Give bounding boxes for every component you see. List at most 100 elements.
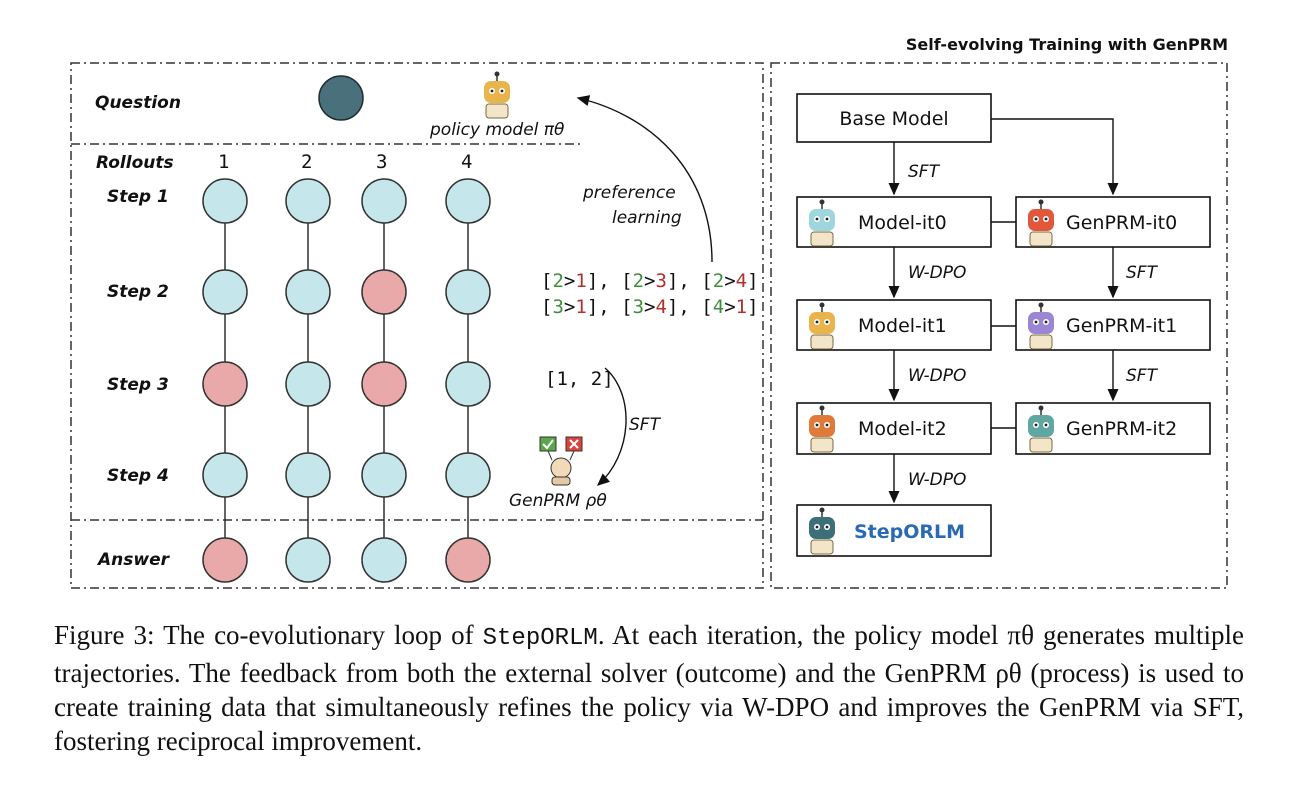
step-node: [202, 269, 248, 315]
rejected-rollout: 1: [575, 296, 586, 318]
step-node: [285, 178, 331, 224]
rejected-rollout: 1: [736, 296, 747, 318]
preference-arrow: [576, 95, 713, 263]
edge-label-sft: SFT: [1126, 366, 1159, 386]
preference-label: learning: [612, 208, 682, 228]
bracket: ]: [747, 296, 758, 318]
greater-than: >: [724, 296, 735, 318]
figure-diagram: Question policy model πθ Rollouts 1 2 3 …: [70, 35, 1228, 589]
bracket: [: [541, 270, 552, 292]
genprm-it2-box: GenPRM-it2: [1015, 402, 1211, 455]
preferred-rollout: 2: [633, 270, 644, 292]
rejected-rollout: 4: [656, 296, 667, 318]
model-it2-box: Model-it2: [796, 402, 992, 455]
preferred-rollout: 3: [633, 296, 644, 318]
answer-node: [361, 537, 407, 583]
step-label: Step 3: [107, 375, 169, 395]
greater-than: >: [564, 296, 575, 318]
base-model-box: Base Model: [796, 93, 992, 143]
step-node: [361, 452, 407, 498]
step-node: [445, 178, 491, 224]
rollout-id: 1: [218, 151, 229, 173]
edge-label-sft: SFT: [1126, 263, 1159, 283]
base-model-label: Base Model: [839, 108, 948, 130]
preference-pairs-line: [2>1], [2>3], [2>4]: [541, 270, 759, 292]
step-node: [361, 361, 407, 407]
genprm-it0-label: GenPRM-it0: [1066, 212, 1177, 234]
answer-node: [202, 537, 248, 583]
edge-label-wdpo: W-DPO: [908, 470, 966, 490]
bracket: ],: [587, 296, 621, 318]
step-node: [202, 361, 248, 407]
answer-label: Answer: [96, 550, 171, 570]
step-label: Step 4: [107, 466, 169, 486]
rollouts-label: Rollouts: [96, 153, 174, 173]
figure-caption: Figure 3: The co-evolutionary loop of St…: [54, 618, 1244, 758]
sft-label: SFT: [629, 415, 662, 435]
rollout-id: 3: [376, 151, 387, 173]
bracket: ],: [667, 296, 701, 318]
edge-label-wdpo: W-DPO: [908, 263, 966, 283]
step-node: [445, 361, 491, 407]
robot-icon: [483, 70, 511, 119]
genprm-it1-box: GenPRM-it1: [1015, 299, 1211, 351]
bracket: ]: [747, 270, 758, 292]
edge-label-wdpo: W-DPO: [908, 366, 966, 386]
step-label: Step 2: [107, 282, 169, 302]
question-node: [318, 75, 364, 121]
rejected-rollout: 4: [736, 270, 747, 292]
greater-than: >: [644, 296, 655, 318]
right-panel-frame: [770, 62, 1228, 589]
step-node: [285, 361, 331, 407]
bracket: [: [621, 296, 632, 318]
preferred-rollout: 2: [552, 270, 563, 292]
bracket: ],: [587, 270, 621, 292]
step-node: [202, 178, 248, 224]
preference-label: preference: [582, 183, 676, 203]
bracket: [: [701, 296, 712, 318]
edge-label-sft: SFT: [908, 162, 941, 182]
rejected-rollout: 1: [575, 270, 586, 292]
greater-than: >: [564, 270, 575, 292]
steporlm-box: StepORLM: [796, 504, 992, 557]
rejected-rollout: 3: [656, 270, 667, 292]
preference-pairs-line: [3>1], [3>4], [4>1]: [541, 296, 759, 318]
edge-arrow: [991, 118, 1119, 196]
step-node: [445, 269, 491, 315]
rollout-id: 2: [301, 151, 312, 173]
step-node: [361, 269, 407, 315]
genprm-it1-label: GenPRM-it1: [1066, 315, 1177, 337]
step-node: [285, 269, 331, 315]
step-node: [445, 452, 491, 498]
sft-arrow: [596, 367, 627, 486]
bracket: ],: [667, 270, 701, 292]
preferred-rollout: 3: [552, 296, 563, 318]
model-it0-label: Model-it0: [858, 212, 947, 234]
genprm-it0-box: GenPRM-it0: [1015, 196, 1211, 248]
rollout-id: 4: [461, 151, 472, 173]
bracket: [: [541, 296, 552, 318]
step-node: [285, 452, 331, 498]
robot-icon: [539, 436, 583, 486]
question-label: Question: [95, 93, 181, 113]
answer-node: [445, 537, 491, 583]
left-panel-frame: [70, 62, 764, 589]
preferred-rollout: 2: [713, 270, 724, 292]
caption-text: . At each iteration, the policy model πθ…: [54, 620, 1244, 756]
right-panel-title: Self-evolving Training with GenPRM: [906, 35, 1228, 54]
bracket: [: [621, 270, 632, 292]
step-node: [361, 178, 407, 224]
rollout-grid: [202, 178, 491, 583]
caption-prefix: Figure 3: The co-evolutionary loop of: [54, 620, 483, 650]
genprm-label: GenPRM ρθ: [509, 491, 607, 511]
step-node: [202, 452, 248, 498]
caption-code: StepORLM: [482, 625, 598, 652]
greater-than: >: [644, 270, 655, 292]
greater-than: >: [724, 270, 735, 292]
genprm-it2-label: GenPRM-it2: [1066, 418, 1177, 440]
bracket: [: [701, 270, 712, 292]
model-it2-label: Model-it2: [858, 418, 947, 440]
step-label: Step 1: [107, 187, 169, 207]
policy-model-label: policy model πθ: [429, 120, 565, 140]
steporlm-label: StepORLM: [854, 521, 965, 543]
